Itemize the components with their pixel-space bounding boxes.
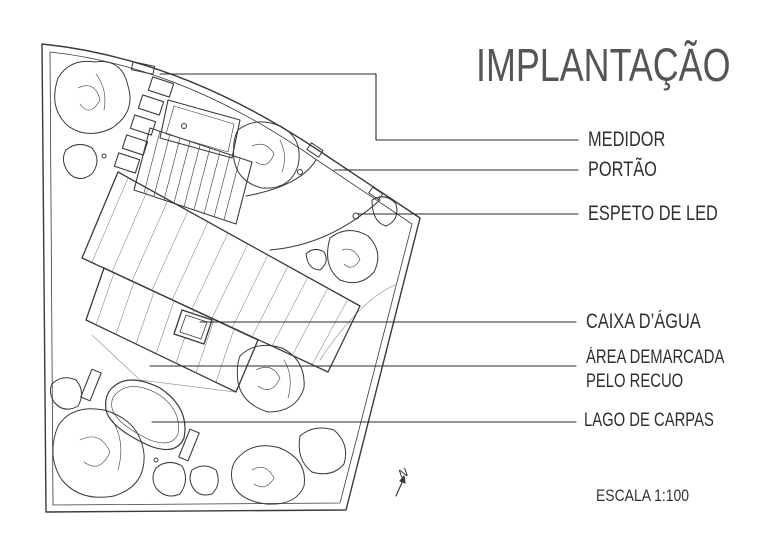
tree (49, 377, 82, 410)
tree (327, 230, 379, 284)
stepping-stones (113, 76, 175, 174)
led-spot (181, 123, 187, 129)
led-spot (153, 457, 159, 463)
gate-post (306, 142, 324, 158)
meter-box (130, 61, 156, 75)
tree (371, 196, 398, 227)
tree (54, 60, 131, 134)
tree (231, 445, 305, 505)
tree (233, 121, 300, 189)
tree (62, 144, 98, 179)
label-medidor: MEDIDOR (588, 128, 666, 151)
driveway (245, 159, 381, 251)
north-arrow-icon (395, 475, 406, 497)
water-tank (173, 309, 213, 345)
led-spot (297, 169, 303, 175)
koi-pond (105, 379, 186, 451)
label-pelo-recuo: PELO RECUO (586, 371, 684, 392)
label-caixa-dagua: CAIXA D’ÁGUA (586, 310, 701, 333)
label-lago-de-carpas: LAGO DE CARPAS (584, 410, 714, 431)
led-spot (352, 212, 360, 220)
tree (189, 465, 219, 496)
page-title: IMPLANTAÇÃO (476, 39, 731, 91)
leader-lines (149, 73, 579, 423)
label-portao: PORTÃO (588, 158, 657, 181)
benches (80, 368, 200, 462)
tree (152, 462, 186, 497)
label-espeto-de-led: ESPETO DE LED (588, 202, 718, 225)
leader-medidor (159, 73, 579, 141)
label-area-demarcada: ÁREA DEMARCADA (586, 347, 725, 368)
gate-post (368, 186, 384, 201)
tree (52, 408, 145, 498)
tree (236, 344, 305, 413)
planter-box (159, 99, 241, 159)
tree (305, 248, 327, 271)
house-roof-lower (85, 267, 259, 393)
site-markers (101, 61, 384, 463)
lot-boundary (41, 43, 421, 513)
setback-line (91, 284, 396, 393)
tree (298, 427, 347, 475)
led-spot (101, 153, 107, 159)
trees (49, 60, 398, 505)
house-roof-upper (81, 171, 361, 373)
scale-label: ESCALA 1:100 (596, 486, 690, 505)
wood-deck (133, 127, 253, 225)
